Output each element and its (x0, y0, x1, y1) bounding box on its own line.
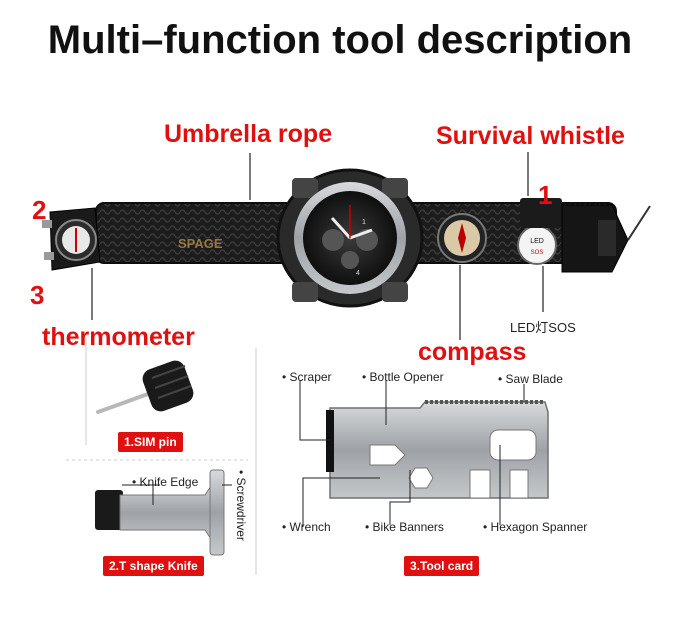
scraper-label: • Scraper (282, 370, 332, 384)
knife-edge-label: • Knife Edge (132, 475, 199, 489)
bike-banners-label: • Bike Banners (365, 520, 444, 534)
compass-label: compass (418, 338, 527, 366)
callout-lines (91, 152, 544, 340)
bottle-opener-label: • Bottle Opener (362, 370, 444, 384)
led-badge: LED (530, 238, 544, 245)
tool-card (326, 400, 549, 499)
whistle-buckle (520, 198, 651, 273)
number-3-label: 3 (30, 280, 45, 310)
wrench-label: • Wrench (282, 520, 331, 534)
screwdriver-label: • Screwdriver (234, 470, 248, 541)
page-title: Multi–function tool description (47, 18, 633, 62)
saw-blade-label: • Saw Blade (498, 372, 563, 386)
number-1-label: 1 (538, 180, 553, 210)
t-knife-badge: 2.T shape Knife (103, 556, 204, 576)
led-sos-module: LED SOS (517, 225, 557, 265)
svg-text:4: 4 (356, 270, 360, 277)
thermometer-label: thermometer (42, 323, 195, 351)
svg-text:1: 1 (362, 219, 366, 226)
tool-card-callouts (152, 380, 525, 527)
compass-module (437, 213, 487, 263)
tool-card-badge: 3.Tool card (404, 556, 480, 576)
brand-watermark: SPAGE (178, 236, 223, 251)
hexagon-spanner-label: • Hexagon Spanner (483, 520, 588, 534)
survival-whistle-label: Survival whistle (436, 122, 625, 150)
sim-pin (96, 360, 194, 414)
t-shape-knife (95, 469, 232, 556)
number-2-label: 2 (32, 195, 47, 225)
sim-pin-badge: 1.SIM pin (118, 432, 183, 452)
led-sos-label: LED灯SOS (510, 320, 576, 335)
umbrella-rope-label: Umbrella rope (164, 120, 333, 148)
watch-head: 1 4 (276, 168, 424, 308)
thermometer-module (42, 207, 101, 271)
sos-badge: SOS (531, 250, 544, 256)
